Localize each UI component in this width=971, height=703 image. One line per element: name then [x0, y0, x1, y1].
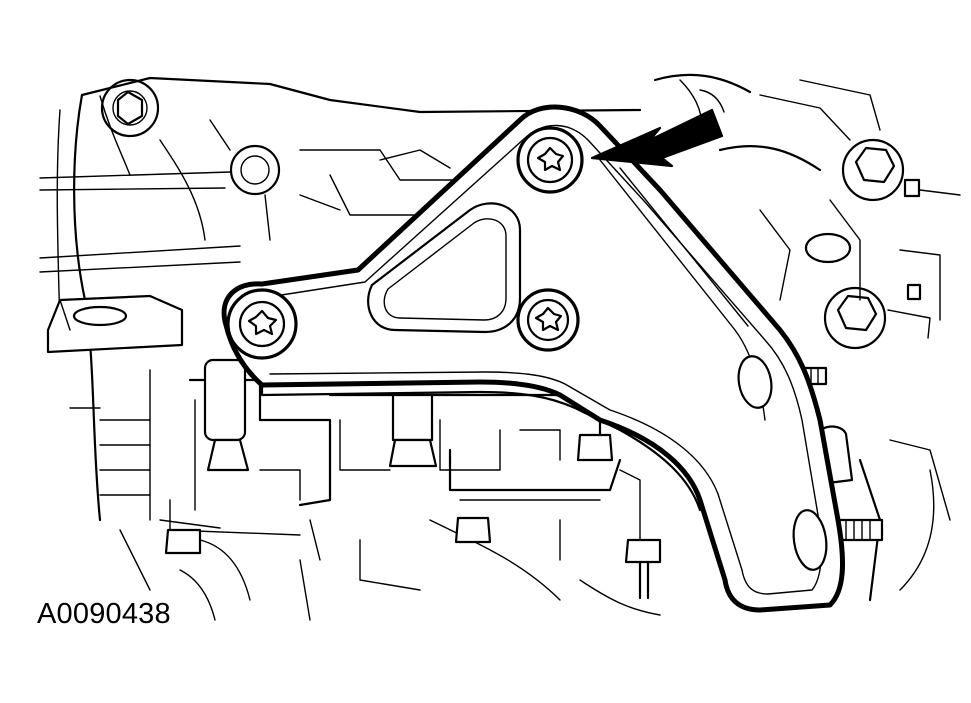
housing-background	[39, 73, 961, 621]
figure-code: A0090438	[37, 598, 171, 630]
torx-bolt-icon	[226, 288, 298, 360]
torx-bolt-icon	[516, 126, 584, 194]
torx-bolt-icon	[516, 288, 580, 352]
lower-bolt-row	[164, 358, 662, 600]
mounting-bracket	[221, 104, 846, 613]
callout-arrow-icon	[590, 89, 725, 168]
